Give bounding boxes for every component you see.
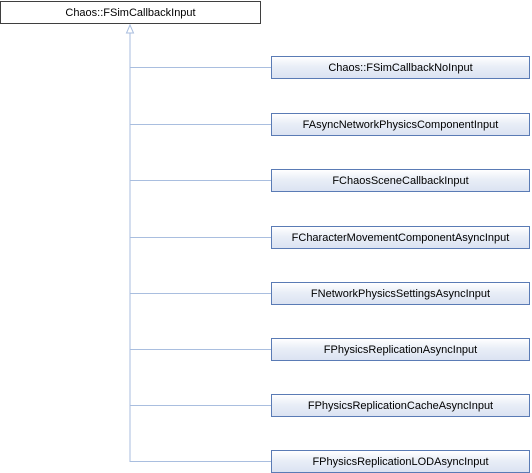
class-label: FCharacterMovementComponentAsyncInput [291, 231, 510, 244]
class-node-fsimcallbacknoinput[interactable]: Chaos::FSimCallbackNoInput [271, 56, 530, 79]
class-node-fphysicsreplicationlodasyncinput[interactable]: FPhysicsReplicationLODAsyncInput [271, 450, 530, 473]
class-label: FPhysicsReplicationAsyncInput [323, 343, 478, 356]
base-class-node[interactable]: Chaos::FSimCallbackInput [0, 1, 261, 24]
class-node-fcharactermovementcomponentasyncinput[interactable]: FCharacterMovementComponentAsyncInput [271, 226, 530, 249]
base-class-label: Chaos::FSimCallbackInput [65, 6, 196, 19]
class-label: FChaosSceneCallbackInput [332, 174, 469, 187]
branch-lines [130, 67, 271, 462]
class-label: FNetworkPhysicsSettingsAsyncInput [310, 287, 491, 300]
class-label: FAsyncNetworkPhysicsComponentInput [302, 118, 499, 131]
class-label: FPhysicsReplicationCacheAsyncInput [307, 399, 494, 412]
class-node-fasyncnetworkphysicscomponentinput[interactable]: FAsyncNetworkPhysicsComponentInput [271, 113, 530, 136]
class-label: FPhysicsReplicationLODAsyncInput [312, 455, 489, 468]
inheritance-arrowhead [125, 23, 135, 34]
class-node-fnetworkphysicssettingsasyncinput[interactable]: FNetworkPhysicsSettingsAsyncInput [271, 282, 530, 305]
class-node-fchaosscenecallbackinput[interactable]: FChaosSceneCallbackInput [271, 169, 530, 192]
class-node-fphysicsreplicationasyncinput[interactable]: FPhysicsReplicationAsyncInput [271, 338, 530, 361]
class-label: Chaos::FSimCallbackNoInput [328, 61, 473, 74]
class-node-fphysicsreplicationcacheasyncinput[interactable]: FPhysicsReplicationCacheAsyncInput [271, 394, 530, 417]
